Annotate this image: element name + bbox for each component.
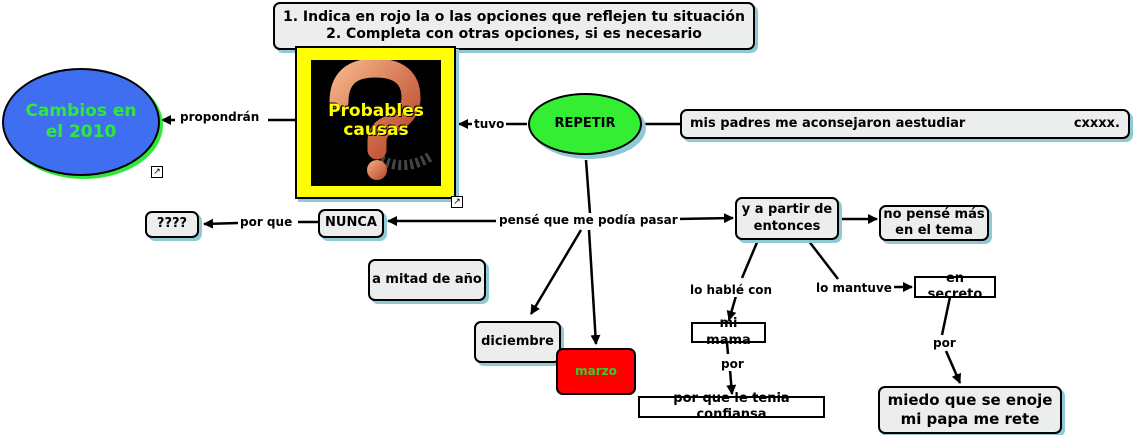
secreto-label: en secreto — [927, 270, 983, 302]
diciembre-label: diciembre — [481, 333, 554, 349]
cambios-node[interactable]: Cambios en el 2010 — [2, 68, 160, 176]
miedo-label: miedo que se enoje mi papa me rete — [887, 390, 1053, 429]
repetir-label: REPETIR — [554, 115, 616, 131]
mitad-label: a mitad de año — [372, 271, 482, 287]
instructions-box: 1. Indica en rojo la o las opciones que … — [273, 2, 755, 50]
confiansa-label: por que le tenia confiansa — [673, 390, 790, 422]
link-label-por-que: por que — [238, 215, 295, 229]
repetir-node[interactable]: REPETIR — [528, 93, 642, 155]
partir-label: y a partir de entonces — [741, 202, 833, 234]
causes-image-frame[interactable]: Probables causas — [295, 46, 456, 199]
nunca-label: NUNCA — [325, 215, 377, 231]
link-label-pense: pensé que me podía pasar — [497, 213, 680, 227]
padres-node[interactable]: mis padres me aconsejaron aestudiar cxxx… — [680, 109, 1130, 139]
instructions-line-2: 2. Completa con otras opciones, si es ne… — [326, 26, 702, 42]
cambios-label: Cambios en el 2010 — [25, 100, 137, 142]
shortcut-arrow-icon[interactable]: ↗ — [151, 166, 163, 178]
secreto-node[interactable]: en secreto — [914, 271, 996, 302]
padres-label: mis padres me aconsejaron aestudiar — [690, 115, 966, 131]
miedo-node[interactable]: miedo que se enoje mi papa me rete — [878, 386, 1062, 434]
link-label-hable: lo hablé con — [688, 283, 775, 297]
no-pense-node[interactable]: no pensé más en el tema — [879, 205, 989, 241]
link-label-por-2: por — [931, 336, 958, 350]
partir-node[interactable]: y a partir de entonces — [735, 197, 839, 240]
link-label-mantuve: lo mantuve — [814, 281, 894, 295]
mitad-node[interactable]: a mitad de año — [368, 259, 486, 301]
diciembre-node[interactable]: diciembre — [474, 321, 561, 363]
question-label: ???? — [156, 216, 188, 232]
link-label-tuvo: tuvo — [472, 117, 507, 131]
question-mark-icon — [329, 60, 434, 180]
mi-mama-label: mi mama — [706, 316, 751, 348]
nunca-node[interactable]: NUNCA — [318, 209, 384, 238]
mi-mama-node[interactable]: mi mama — [691, 316, 766, 348]
instructions-line-1: 1. Indica en rojo la o las opciones que … — [282, 8, 745, 25]
question-node[interactable]: ???? — [145, 211, 199, 238]
link-label-por-1: por — [719, 357, 746, 371]
padres-suffix: cxxxx. — [1073, 115, 1120, 131]
marzo-label: marzo — [575, 364, 617, 378]
no-pense-label: no pensé más en el tema — [883, 206, 985, 238]
confiansa-node[interactable]: por que le tenia confiansa — [638, 391, 825, 422]
causes-image-text: Probables causas — [328, 101, 424, 140]
causes-image: Probables causas — [311, 60, 441, 186]
shortcut-arrow-icon[interactable]: ↗ — [451, 196, 463, 208]
link-label-propondran: propondrán — [178, 110, 262, 124]
marzo-node[interactable]: marzo — [556, 348, 636, 395]
